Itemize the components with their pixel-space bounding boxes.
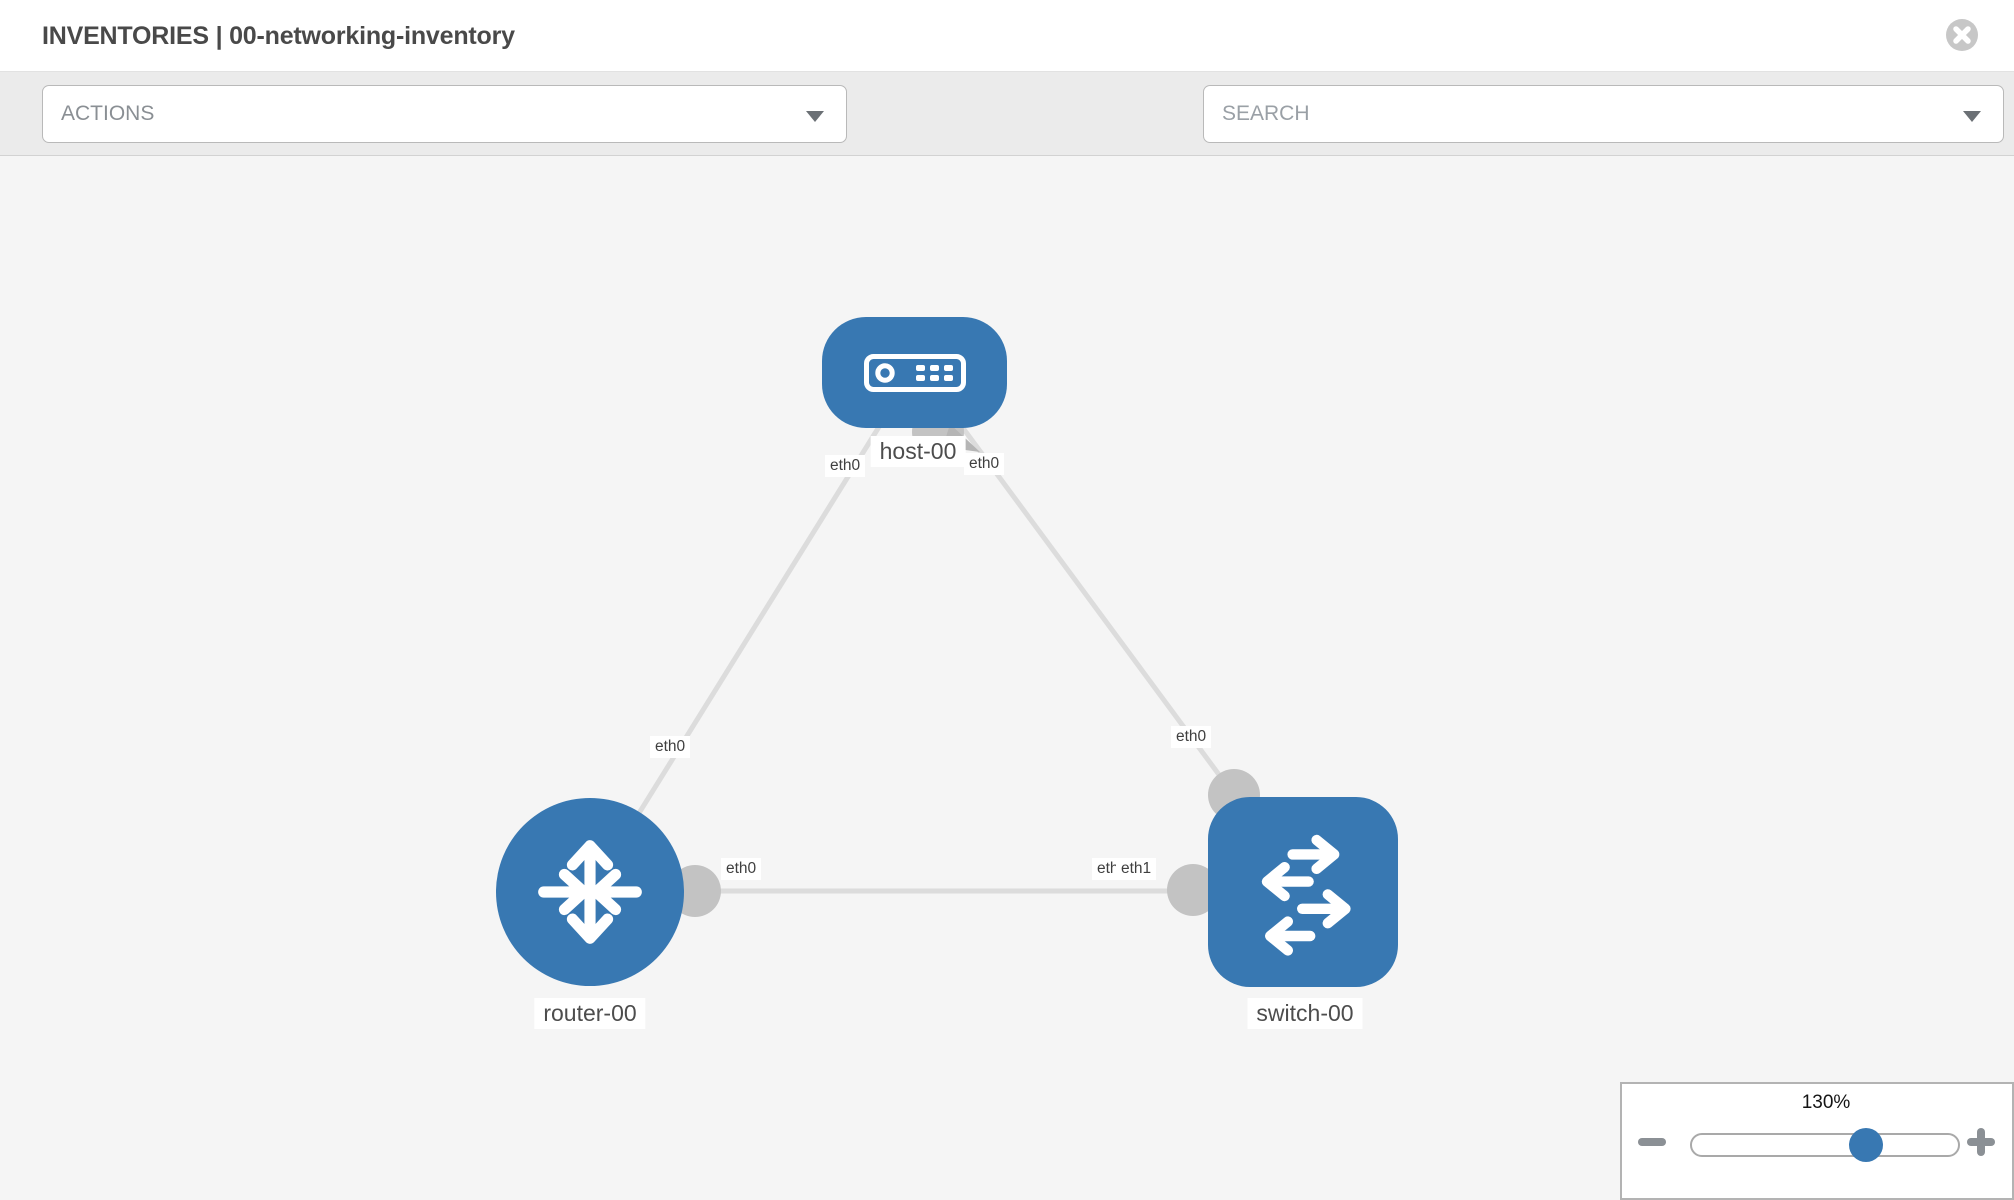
zoom-out-button minus-icon[interactable] [1638, 1138, 1666, 1146]
caret-down-icon [1963, 111, 1981, 122]
search-placeholder: SEARCH [1222, 102, 1310, 125]
zoom-slider-thumb[interactable] [1849, 1128, 1883, 1162]
node-router-00[interactable] [496, 798, 684, 986]
node-switch-00[interactable] [1208, 797, 1398, 987]
header-bar: INVENTORIES | 00-networking-inventory [0, 0, 2014, 72]
zoom-in-button plus-icon[interactable] [1966, 1127, 1996, 1157]
page-title: INVENTORIES | 00-networking-inventory [42, 22, 515, 50]
node-host-00[interactable] [822, 317, 1007, 428]
server-icon [863, 353, 966, 392]
eth-label-router-switch-near-router: eth0 [721, 858, 762, 880]
eth-label-router-host-near-host: eth0 [825, 455, 866, 477]
interface-port-switch-eth1[interactable] [1167, 864, 1219, 916]
eth-label-router-switch-near-switch-front: eth1 [1116, 858, 1157, 880]
switch-arrows-icon [1261, 834, 1351, 956]
caret-down-icon [806, 111, 824, 122]
eth-label-switch-host-near-host: eth0 [964, 453, 1005, 475]
node-label-router-00: router-00 [534, 998, 646, 1029]
eth-label-router-host-near-router: eth0 [650, 736, 691, 758]
node-label-switch-00: switch-00 [1247, 998, 1363, 1029]
zoom-panel: 130% [1620, 1082, 2014, 1200]
toolbar: ACTIONS SEARCH [0, 72, 2014, 197]
actions-dropdown[interactable]: ACTIONS [42, 85, 847, 143]
actions-dropdown-label: ACTIONS [61, 102, 155, 125]
node-label-host-00: host-00 [870, 436, 966, 467]
close-icon [1946, 19, 1978, 51]
close-button[interactable] [1945, 18, 1979, 52]
eth-label-switch-host-near-switch: eth0 [1171, 726, 1212, 748]
topology-canvas[interactable]: host-00 router-00 switch-00 eth0 eth0 et… [0, 156, 2014, 1200]
topology-links-layer [587, 406, 1300, 917]
zoom-slider-track[interactable] [1690, 1133, 1960, 1157]
search-dropdown[interactable]: SEARCH [1203, 85, 2004, 143]
router-arrows-icon [538, 840, 642, 944]
zoom-level-value: 130% [1801, 1092, 1851, 1113]
